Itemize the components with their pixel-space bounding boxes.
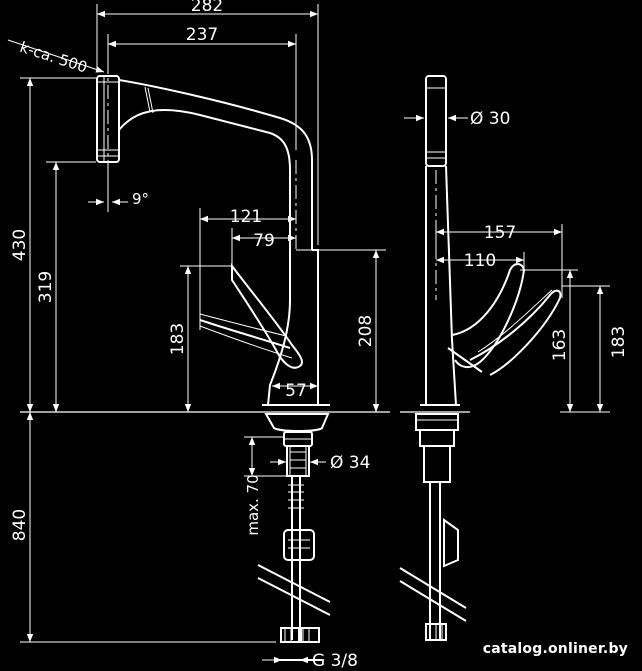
side-view: Ø 30 157 110 163 183 [399,75,629,641]
dim-183-side-label: 183 [609,326,629,358]
side-lever [447,263,562,376]
dim-connection-label: G 3/8 [312,651,358,671]
dim-57: 57 [272,381,318,401]
dim-163: 163 [520,269,578,412]
dim-282-label: 282 [191,0,223,16]
dim-110: 110 [436,251,525,271]
dim-max-70-label: max. 70 [244,474,262,535]
dim-79-label: 79 [253,231,275,251]
dim-121: 121 [199,207,296,330]
dim-840: 840 [10,412,276,643]
side-spout-head [425,75,447,167]
dim-diameter-30: Ø 30 [404,109,510,129]
dim-208-label: 208 [356,315,376,347]
dim-208: 208 [318,249,386,412]
cut-marks [257,564,331,616]
dim-max-70: max. 70 [244,436,287,536]
dim-183-side: 183 [560,285,629,413]
dim-angle: 9° [88,162,149,212]
dim-hose-label: k-ca. 500 [18,38,90,77]
lever-handle [199,263,303,369]
dim-110-label: 110 [464,251,496,271]
side-cut-marks [399,567,467,622]
dim-hose: k-ca. 500 [7,38,105,77]
mounting-shank [264,413,330,477]
dim-angle-label: 9° [132,190,149,208]
dim-57-label: 57 [285,381,307,401]
dim-121-label: 121 [230,207,262,227]
dim-282: 282 [96,0,319,245]
dim-diameter-34: Ø 34 [270,453,370,473]
dim-319-label: 319 [36,271,56,303]
dim-diameter-34-label: Ø 34 [330,453,370,473]
side-mount [415,413,459,641]
dim-237-label: 237 [186,25,218,45]
spout-arm [118,79,313,255]
watermark: catalog.onliner.by [482,641,628,657]
dim-183-front: 183 [168,265,232,412]
dim-diameter-30-label: Ø 30 [470,109,510,129]
dim-183-front-label: 183 [168,323,188,355]
dim-840-label: 840 [10,509,30,541]
dim-79: 79 [231,228,296,268]
dim-319: 319 [36,161,96,412]
dim-430-label: 430 [10,229,30,261]
dim-163-label: 163 [550,329,570,361]
side-body [420,165,460,406]
dim-157-label: 157 [484,223,516,243]
dim-237: 237 [107,25,297,150]
dim-connection: G 3/8 [262,651,358,671]
dim-430: 430 [10,77,96,412]
supply-hoses [278,476,322,661]
front-view: 282 237 k-ca. 500 430 319 [7,0,470,671]
